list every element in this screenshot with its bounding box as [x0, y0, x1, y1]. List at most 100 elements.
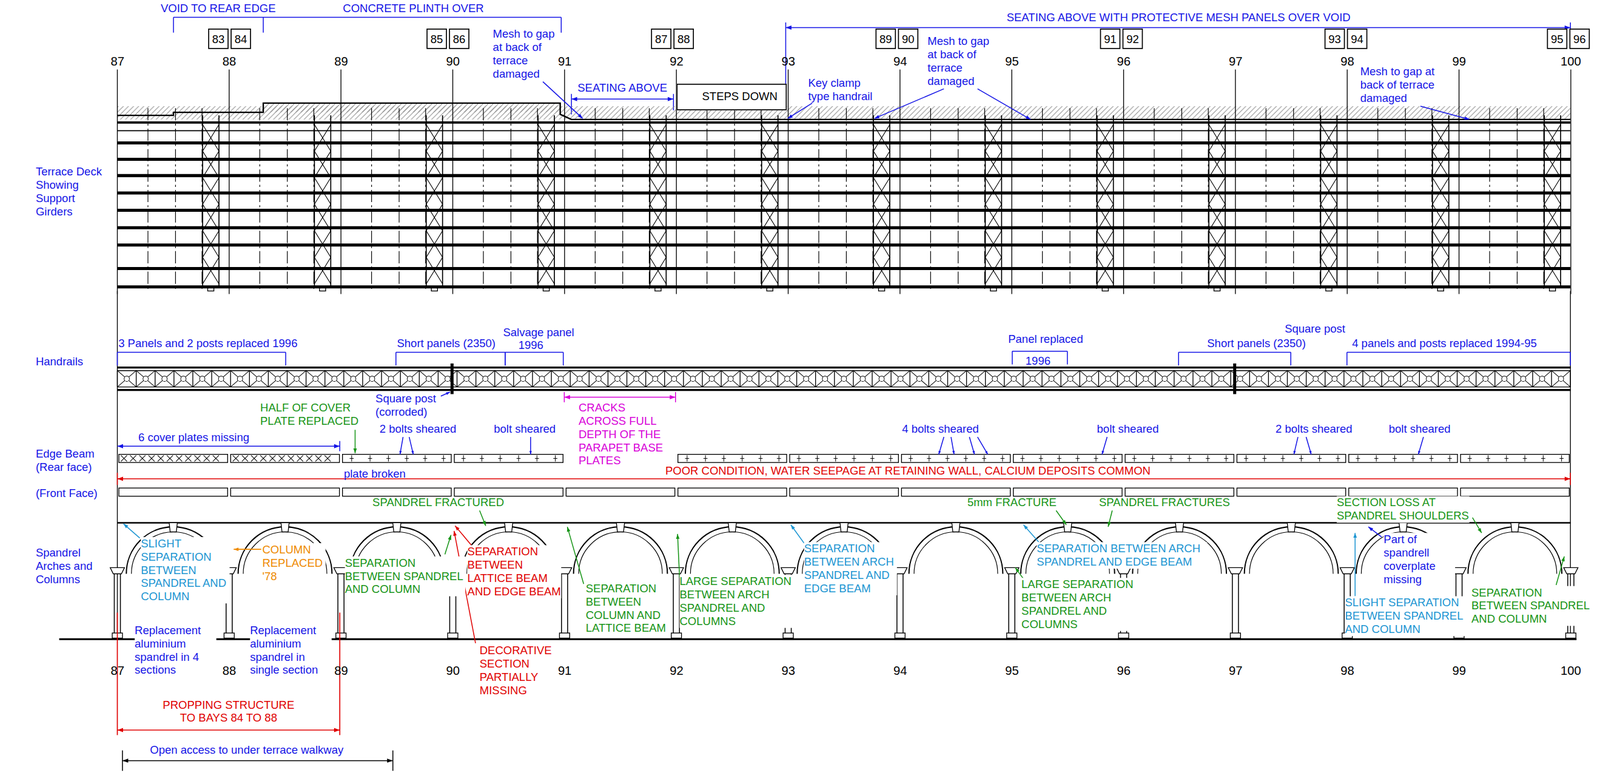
handrail-lattice	[777, 370, 797, 387]
lattice-brace	[537, 177, 555, 205]
leader-line	[1108, 510, 1113, 527]
handrail-lattice	[437, 370, 457, 387]
arrow-head	[790, 524, 796, 530]
lattice-brace	[873, 151, 890, 178]
handrail-ring	[406, 376, 413, 382]
centre-line	[1265, 107, 1267, 292]
handrail-lattice	[155, 370, 175, 387]
handrail-ring	[1067, 376, 1073, 382]
handrail-ring	[275, 376, 281, 382]
column-shaft	[337, 573, 339, 634]
handrail-lattice	[1400, 370, 1420, 387]
handrail-baluster	[758, 370, 760, 387]
lattice-brace	[202, 177, 219, 205]
leader-line	[1055, 510, 1067, 525]
bolt-mark	[1075, 457, 1080, 459]
bolt-mark	[776, 457, 782, 459]
spandrel-arch	[909, 526, 1004, 574]
handrail-baluster	[475, 370, 477, 387]
handrail-baluster	[1192, 370, 1194, 387]
leader-line	[1420, 106, 1470, 120]
handrail-lattice	[306, 370, 326, 387]
lattice-brace	[1320, 230, 1337, 258]
centre-line	[930, 107, 932, 292]
lattice-brace	[1432, 151, 1449, 178]
handrail-baluster	[1268, 370, 1269, 387]
handrail-ring	[539, 376, 545, 382]
handrail-baluster	[494, 370, 495, 387]
bolt-mark	[1299, 457, 1304, 459]
node-text: 88	[677, 29, 691, 48]
arrow-head	[386, 758, 393, 763]
bolt-mark	[1243, 457, 1249, 459]
edge-beam-plate	[1125, 454, 1234, 463]
arrow-head	[1015, 567, 1020, 572]
lattice-brace	[984, 124, 1002, 152]
handrail-baluster	[1173, 370, 1175, 387]
lattice-brace	[1208, 151, 1226, 178]
bolt-mark	[1504, 457, 1509, 459]
node-text: 85	[430, 29, 444, 48]
handrail-lattice	[1042, 370, 1061, 387]
handrail-ring	[180, 376, 187, 382]
bolt-mark	[852, 457, 857, 459]
edge-beam-front	[565, 487, 675, 496]
handrail-baluster	[984, 370, 986, 387]
column-base	[671, 632, 682, 638]
lattice-brace	[1432, 230, 1449, 258]
keystone	[504, 522, 513, 532]
node-text: 89	[879, 29, 893, 48]
bay-number-box: 96	[1569, 28, 1591, 50]
handrail-baluster	[739, 370, 741, 387]
handrail-lattice	[1381, 370, 1401, 387]
centre-line	[1095, 107, 1097, 292]
node-text: 84	[234, 29, 248, 48]
dimension-tick	[1011, 351, 1013, 365]
lattice-brace	[1320, 177, 1337, 205]
bay-number-box: 85	[426, 28, 448, 50]
grid-number: 98	[1340, 663, 1354, 679]
handrail-baluster	[1570, 370, 1571, 387]
handrail-lattice	[645, 370, 665, 387]
frame-foot	[1549, 286, 1556, 292]
lattice-brace	[1097, 177, 1114, 205]
lattice-brace	[314, 124, 331, 152]
bolt-mark	[553, 457, 558, 459]
handrail-baluster	[1419, 370, 1420, 387]
lattice-brace	[314, 177, 331, 205]
edge-beam-plate	[678, 454, 787, 463]
bolt-mark	[349, 457, 354, 459]
handrail-lattice	[1023, 370, 1043, 387]
annotation-note: Key clamp type handrail	[807, 76, 885, 104]
cover-plate-mark	[139, 454, 146, 461]
cover-plate-mark	[324, 454, 331, 461]
handrail-baluster	[1287, 370, 1288, 387]
handrail-ring	[501, 376, 508, 382]
lattice-frame	[425, 115, 427, 287]
handrail-lattice	[872, 370, 891, 387]
handrail-lattice	[268, 370, 287, 387]
handrail-baluster	[192, 370, 193, 387]
handrail-lattice	[928, 370, 948, 387]
lattice-brace	[1432, 177, 1449, 205]
handrail-lattice	[1155, 370, 1175, 387]
handrail-ring	[1445, 376, 1451, 382]
handrail-baluster	[324, 370, 326, 387]
handrail-ring	[1294, 376, 1300, 382]
handrail-baluster	[419, 370, 420, 387]
annotation-note: bolt sheared	[1097, 422, 1160, 437]
plinth-outline	[117, 103, 1571, 120]
lattice-frame	[537, 115, 539, 287]
handrail-baluster	[928, 370, 930, 387]
keystone	[393, 522, 401, 532]
handrail-lattice	[1457, 370, 1477, 387]
frame-foot	[878, 286, 885, 292]
cover-plate-mark	[232, 454, 239, 461]
lattice-brace	[1208, 203, 1226, 231]
dimension-line	[173, 16, 562, 19]
handrail-lattice	[985, 370, 1005, 387]
handrail-baluster	[362, 370, 363, 387]
handrail-ring	[1313, 376, 1319, 382]
